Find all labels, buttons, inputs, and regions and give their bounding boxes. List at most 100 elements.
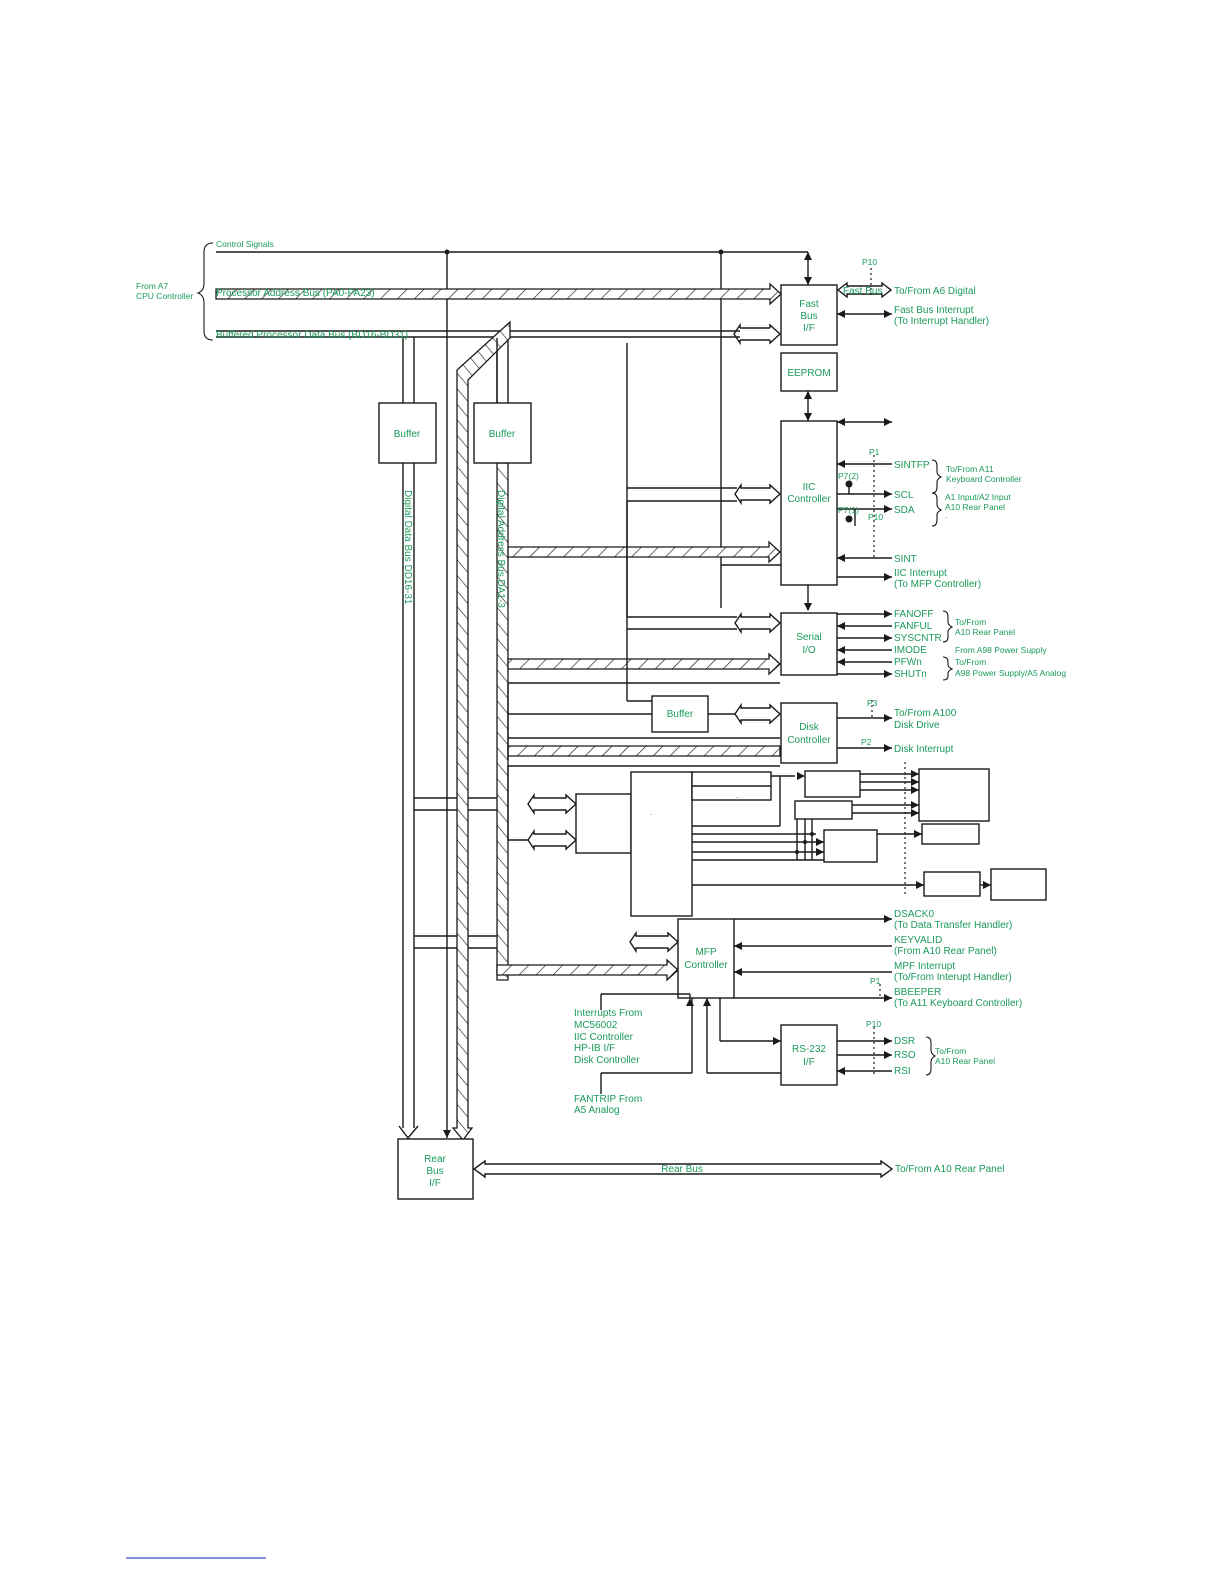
- processor-address-bus-label: Processor Address Bus (PA0-PA23): [216, 288, 375, 299]
- iic-interrupt-label-1: IIC Interrupt: [894, 568, 947, 579]
- syscntr-label: SYSCNTR: [894, 633, 942, 644]
- to-from-a10-label-2: A10 Rear Panel: [955, 627, 1015, 637]
- sintfp-label: SINTFP: [894, 460, 930, 471]
- buffer-left-box: Buffer: [378, 402, 437, 464]
- disk-label-2: Controller: [787, 735, 831, 746]
- keyvalid-label-2: (From A10 Rear Panel): [894, 946, 997, 957]
- iic-ctrl-label: IIC Controller: [574, 1032, 634, 1043]
- digital-address-bus-label: Digital Address Bus DA1-3: [495, 490, 506, 608]
- to-from-a100-label-2: Disk Drive: [894, 720, 940, 731]
- keyvalid-label-1: KEYVALID: [894, 935, 942, 946]
- p10-rs-label: P10: [866, 1019, 881, 1029]
- iic-interrupt-label-2: (To MFP Controller): [894, 579, 981, 590]
- rear-bus-if-label-2: Bus: [426, 1166, 443, 1177]
- rear-bus-if-label-1: Rear: [424, 1154, 446, 1165]
- eeprom-label: EEPROM: [787, 368, 830, 379]
- fast-bus-if-label-2: Bus: [800, 311, 817, 322]
- rs232-label-2: I/F: [803, 1057, 815, 1068]
- shutn-label: SHUTn: [894, 669, 927, 680]
- control-signals-bus: [216, 249, 812, 1138]
- buffered-data-bus: [216, 322, 782, 403]
- data-bus-vertical-taps: [507, 343, 780, 840]
- p10-top-label: P10: [862, 257, 877, 267]
- a1-input-label-2: A10 Rear Panel: [945, 502, 1005, 512]
- imode-label: IMODE: [894, 645, 927, 656]
- serial-outputs: [837, 610, 954, 681]
- buffer-disk-box: Buffer: [651, 695, 709, 733]
- mfp-label-2: Controller: [684, 960, 728, 971]
- iic-controller-box: IIC Controller: [780, 420, 838, 586]
- sint-label: SINT: [894, 554, 917, 565]
- disk-label-1: Disk: [799, 722, 819, 733]
- eeprom-box: EEPROM: [780, 352, 838, 392]
- fast-bus-outputs: [836, 268, 893, 318]
- mfp-label-1: MFP: [695, 947, 716, 958]
- dsp-cluster: . .: [575, 762, 1047, 917]
- input-brace: [196, 242, 214, 341]
- mpf-interrupt-label-1: MPF Interrupt: [894, 961, 955, 972]
- fast-bus-if-label-3: I/F: [803, 323, 815, 334]
- serial-label-2: I/O: [802, 645, 816, 656]
- from-a7-label-1: From A7: [136, 281, 168, 291]
- to-from-a98-label-2: A98 Power Supply/A5 Analog: [955, 668, 1066, 678]
- dot-b: .: [650, 807, 652, 817]
- mpf-interrupt-label-2: (To/From Interupt Handler): [894, 972, 1012, 983]
- mc56002-label: MC56002: [574, 1020, 618, 1031]
- p2-label: P2: [861, 737, 872, 747]
- rear-bus: [472, 1159, 894, 1179]
- interrupts-from-label: Interrupts From: [574, 1008, 642, 1019]
- rear-bus-if-label-3: I/F: [429, 1178, 441, 1189]
- rs232-box: RS-232 I/F: [780, 1024, 838, 1086]
- a11-kb-label-1: To/From A11: [946, 464, 994, 474]
- p1-mfp-label: P1: [870, 976, 881, 986]
- fast-bus-interrupt-label-2: (To Interrupt Handler): [894, 316, 989, 327]
- mfp-outputs: [600, 915, 892, 1094]
- buffered-data-bus-label: Buffered Processor Data Bus (BD16-BD31): [216, 330, 408, 341]
- to-from-a6-label: To/From A6 Digital: [894, 286, 976, 297]
- dot-a: .: [736, 790, 738, 800]
- fast-bus-if-label-1: Fast: [799, 299, 819, 310]
- fanful-label: FANFUL: [894, 621, 933, 632]
- to-from-a98-label-1: To/From: [955, 657, 986, 667]
- rsi-label: RSI: [894, 1066, 911, 1077]
- disk-ctrl-label: Disk Controller: [574, 1055, 640, 1066]
- rs-to-from-label-1: To/From: [935, 1046, 966, 1056]
- fantrip-label-2: A5 Analog: [574, 1105, 620, 1116]
- digital-address-bus: [451, 320, 511, 1142]
- dsack0-label-2: (To Data Transfer Handler): [894, 920, 1012, 931]
- disk-interrupt-label: Disk Interrupt: [894, 744, 954, 755]
- from-a98-label: From A98 Power Supply: [955, 645, 1047, 655]
- rs-to-from-label-2: A10 Rear Panel: [935, 1056, 995, 1066]
- buffer-disk-label: Buffer: [667, 709, 694, 720]
- buffer-mid-box: Buffer: [473, 402, 532, 464]
- rear-bus-label: Rear Bus: [661, 1164, 703, 1175]
- rso-label: RSO: [894, 1050, 916, 1061]
- a11-kb-label-2: Keyboard Controller: [946, 474, 1022, 484]
- p3-label: P3: [867, 698, 878, 708]
- p10-iic-label: P10: [868, 512, 883, 522]
- bbeeper-label-1: BBEEPER: [894, 987, 941, 998]
- dsack0-label-1: DSACK0: [894, 909, 934, 920]
- data-arrows: [508, 482, 782, 954]
- iic-label-1: IIC: [803, 482, 816, 493]
- pfwn-label: PFWn: [894, 657, 922, 668]
- serial-label-1: Serial: [796, 632, 822, 643]
- rs232-outputs: [837, 1027, 937, 1076]
- from-a7-label-2: CPU Controller: [136, 291, 193, 301]
- iic-outputs: [837, 418, 943, 581]
- dsr-label: DSR: [894, 1036, 915, 1047]
- fantrip-label-1: FANTRIP From: [574, 1094, 642, 1105]
- fast-bus-if-box: Fast Bus I/F: [780, 284, 838, 346]
- to-from-a10-label-1: To/From: [955, 617, 986, 627]
- scl-label: SCL: [894, 490, 914, 501]
- buffer-left-label: Buffer: [394, 429, 421, 440]
- fast-bus-label: Fast Bus: [843, 286, 882, 297]
- fanoff-label: FANOFF: [894, 609, 933, 620]
- hpib-label: HP-IB I/F: [574, 1043, 615, 1054]
- digital-data-bus: [398, 463, 497, 1140]
- rear-bus-if-box: Rear Bus I/F: [397, 1138, 474, 1200]
- processor-address-bus: [215, 282, 782, 306]
- bbeeper-label-2: (To A11 Keyboard Controller): [894, 998, 1022, 1009]
- to-from-a100-label-1: To/From A100: [894, 708, 957, 719]
